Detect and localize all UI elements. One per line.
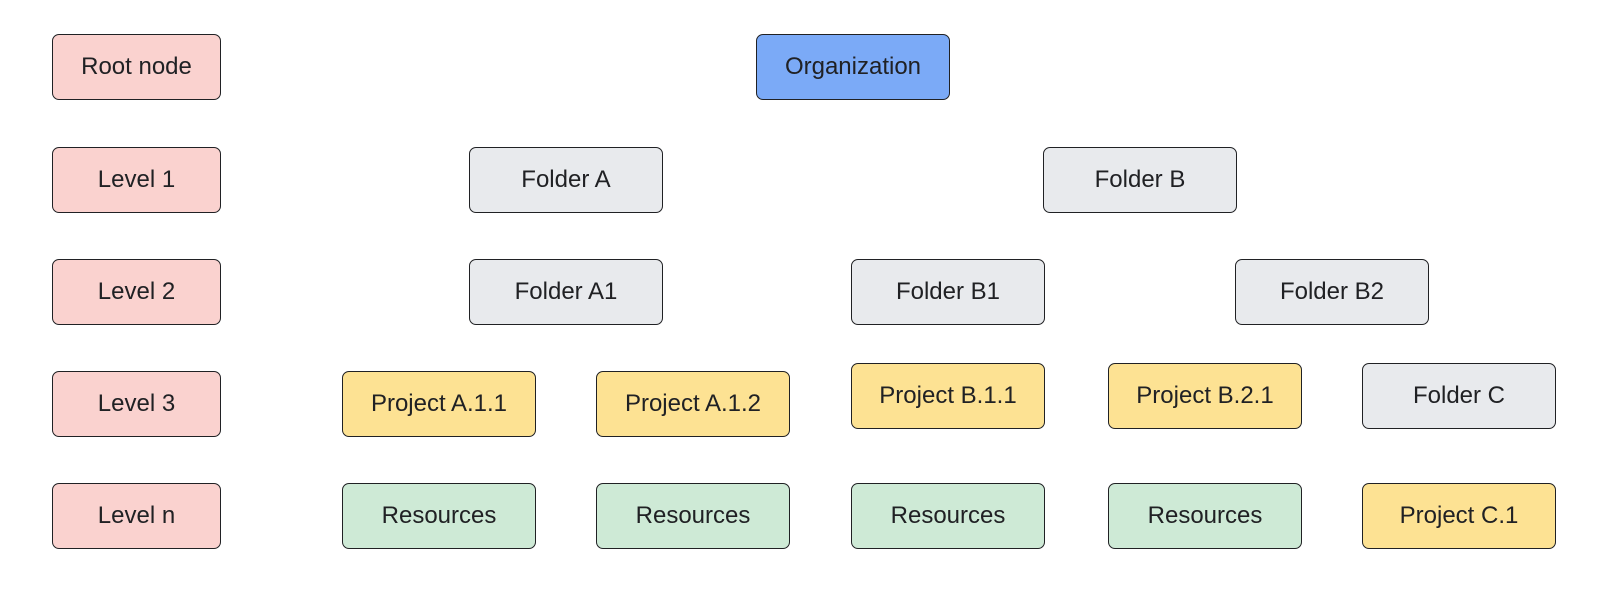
resources-node: Resources <box>596 483 790 549</box>
folder-b2-node: Folder B2 <box>1235 259 1429 325</box>
project-b21-node: Project B.2.1 <box>1108 363 1302 429</box>
level-label-root-node: Root node <box>52 34 221 100</box>
level-label-level-1: Level 1 <box>52 147 221 213</box>
project-a11-node: Project A.1.1 <box>342 371 536 437</box>
resources-node: Resources <box>342 483 536 549</box>
folder-c-node: Folder C <box>1362 363 1556 429</box>
resources-node: Resources <box>1108 483 1302 549</box>
resources-node: Resources <box>851 483 1045 549</box>
level-label-level-3: Level 3 <box>52 371 221 437</box>
organization-node: Organization <box>756 34 950 100</box>
folder-a-node: Folder A <box>469 147 663 213</box>
folder-a1-node: Folder A1 <box>469 259 663 325</box>
project-a12-node: Project A.1.2 <box>596 371 790 437</box>
project-b11-node: Project B.1.1 <box>851 363 1045 429</box>
folder-b-node: Folder B <box>1043 147 1237 213</box>
level-label-level-2: Level 2 <box>52 259 221 325</box>
folder-b1-node: Folder B1 <box>851 259 1045 325</box>
project-c1-node: Project C.1 <box>1362 483 1556 549</box>
level-label-level-n: Level n <box>52 483 221 549</box>
